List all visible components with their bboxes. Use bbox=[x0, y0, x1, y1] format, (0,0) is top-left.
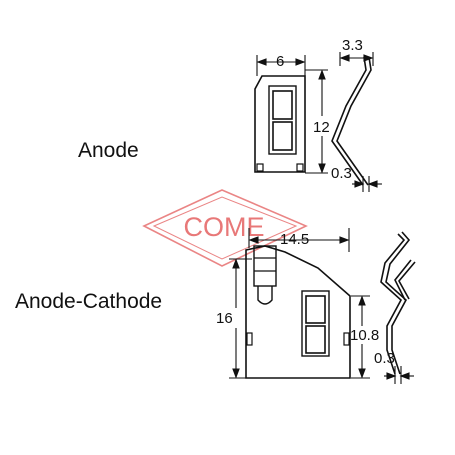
anode-cathode-window-value: 10.8 bbox=[350, 327, 379, 344]
anode-cathode-thickness-value: 0.3 bbox=[374, 350, 395, 367]
anode-depth-value: 3.3 bbox=[342, 37, 363, 54]
anode-cathode-side-profile bbox=[380, 231, 416, 375]
anode-height-dimension bbox=[305, 69, 328, 174]
anode-cathode-width-dimension bbox=[248, 228, 350, 252]
anode-cathode-window-dimension bbox=[351, 295, 370, 379]
anode-depth-dimension bbox=[339, 52, 374, 66]
anode-cathode-label: Anode-Cathode bbox=[15, 290, 162, 313]
anode-cathode-height-value: 16 bbox=[216, 310, 233, 327]
anode-side-profile bbox=[331, 56, 372, 186]
anode-height-value: 12 bbox=[313, 119, 330, 136]
watermark-text: COME bbox=[184, 212, 265, 242]
anode-cathode-width-value: 14.5 bbox=[280, 231, 309, 248]
anode-cathode-plate bbox=[245, 245, 351, 379]
anode-thickness-value: 0.3 bbox=[331, 165, 352, 182]
anode-width-dimension bbox=[256, 55, 306, 76]
anode-cathode-height-dimension bbox=[229, 258, 252, 379]
anode-plate bbox=[254, 75, 306, 173]
anode-label: Anode bbox=[78, 139, 139, 162]
anode-thickness-dimension bbox=[352, 176, 382, 192]
come-watermark bbox=[142, 189, 308, 267]
anode-cathode-thickness-dimension bbox=[384, 366, 414, 384]
anode-width-value: 6 bbox=[276, 53, 284, 70]
